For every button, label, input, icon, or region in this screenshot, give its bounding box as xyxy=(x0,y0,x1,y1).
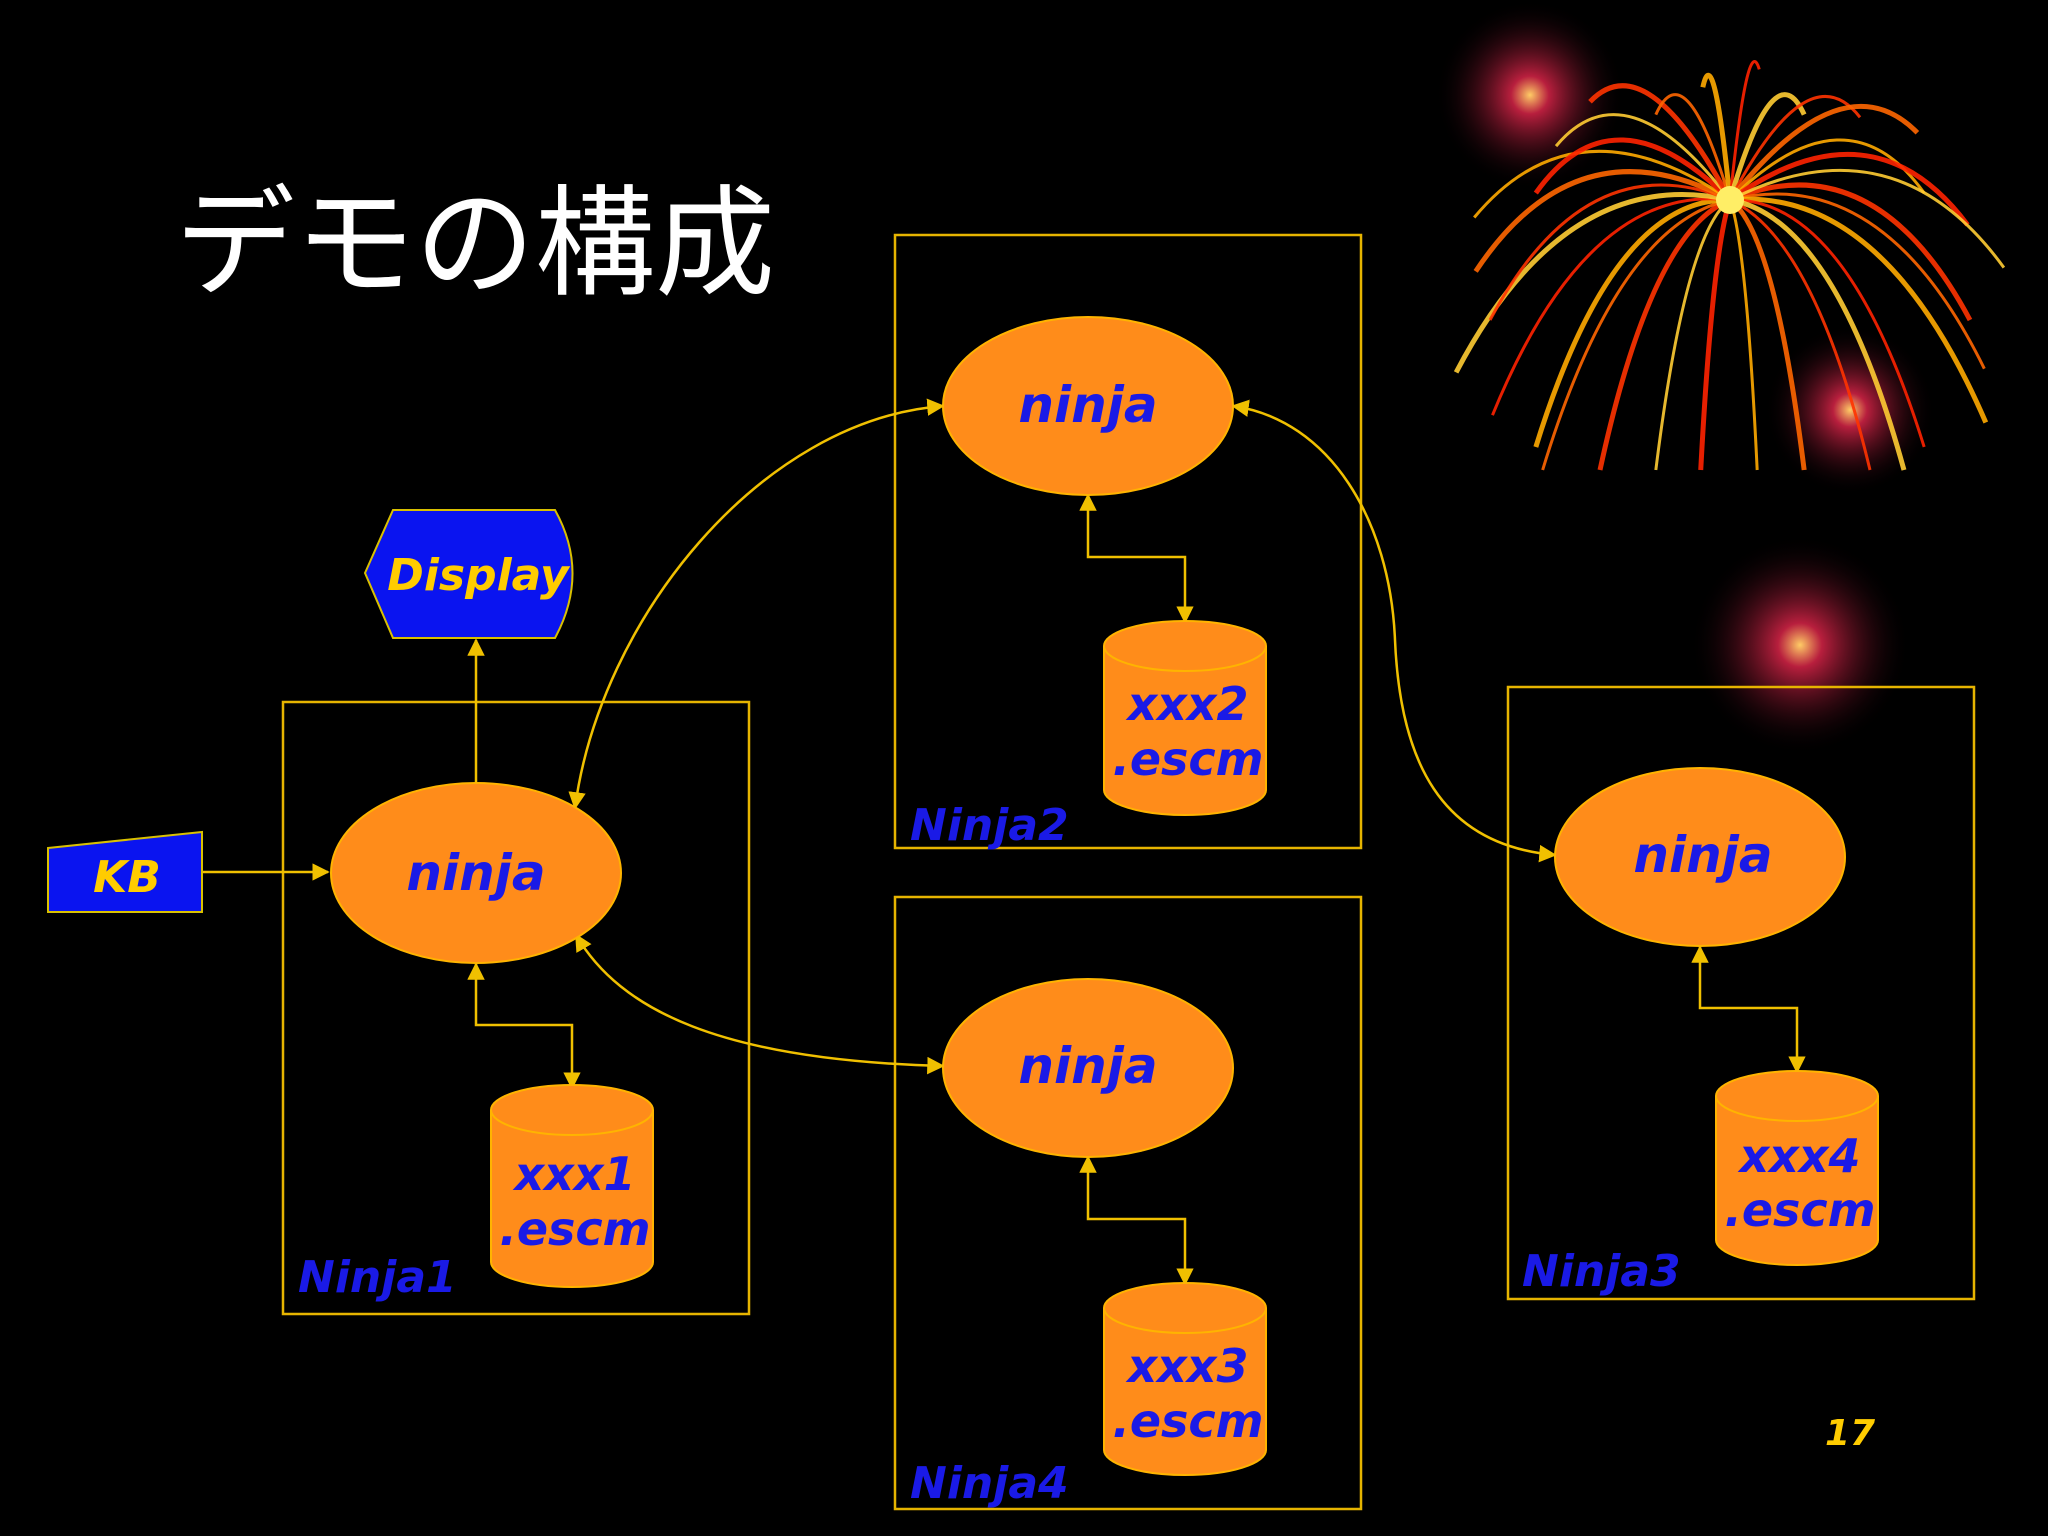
firework-streak xyxy=(1554,113,1732,201)
ninja3-box-label: Ninja3 xyxy=(1522,1246,1681,1297)
firework-streak xyxy=(1728,60,1761,201)
firework-streak xyxy=(1728,103,1920,202)
ninja3-process-label: ninja xyxy=(1633,826,1772,884)
firework-streak xyxy=(1588,83,1733,202)
ninja2-ninja3-link xyxy=(1231,399,1557,863)
ninja4-process-label: ninja xyxy=(1018,1037,1157,1095)
ninja3-process xyxy=(1554,767,1846,947)
connections xyxy=(202,398,1806,1286)
ninja2-db xyxy=(1103,646,1267,816)
ninja2-box-label: Ninja2 xyxy=(910,800,1069,851)
keyboard-label: KB xyxy=(93,852,161,903)
ninja2-process xyxy=(942,316,1234,496)
ninja4-box xyxy=(893,895,1363,1511)
ninja2-db-link xyxy=(1079,493,1194,624)
firework-streak xyxy=(1728,95,1862,201)
firework-streak xyxy=(1729,168,2006,269)
ninja3-db-name: xxx4 xyxy=(1737,1129,1860,1183)
firework-streak xyxy=(1541,198,1731,471)
firework-streak xyxy=(1473,149,1731,219)
ninja3-db xyxy=(1715,1096,1879,1266)
firework-streak xyxy=(1597,197,1731,471)
ninja1-db-name: xxx1 xyxy=(512,1147,635,1201)
ninja1-ninja4-link xyxy=(574,933,945,1075)
ninja1-db-ext: .escm xyxy=(499,1202,650,1256)
ninja3-db-link xyxy=(1691,945,1806,1074)
ninja2-db-name: xxx2 xyxy=(1125,677,1248,731)
firework-streak xyxy=(1728,151,1970,227)
firework-streak xyxy=(1700,72,1733,201)
firework-streak xyxy=(1729,198,1872,471)
fireworks-illustration xyxy=(1435,0,2006,755)
ninja3-box xyxy=(1506,685,1976,1301)
firework-streak xyxy=(1533,197,1731,448)
page-number: 17 xyxy=(1825,1413,1875,1454)
ninja4-node: ninja xxx3 .escm Ninja4 xyxy=(910,978,1267,1509)
ninja1-node: ninja xxx1 .escm Ninja1 xyxy=(298,782,654,1303)
ninja2-process-label: ninja xyxy=(1018,376,1157,434)
slide-title: デモの構成 xyxy=(175,175,775,314)
ninja1-ninja2-link xyxy=(568,398,945,810)
ninja1-db xyxy=(490,1110,654,1288)
firework-streak xyxy=(1491,197,1731,416)
ninja1-process xyxy=(330,782,622,964)
ninja1-box-label: Ninja1 xyxy=(298,1252,457,1303)
ninja4-db-ext: .escm xyxy=(1112,1394,1263,1448)
firework-streak xyxy=(1654,93,1732,201)
ninja4-db-link xyxy=(1079,1155,1194,1286)
firework-streak xyxy=(1654,198,1731,471)
ninja2-node: ninja xxx2 .escm Ninja2 xyxy=(910,316,1267,851)
firework-streak xyxy=(1533,137,1732,202)
firework-streak xyxy=(1473,169,1732,273)
ninja4-db xyxy=(1103,1308,1267,1476)
ninja4-box-label: Ninja4 xyxy=(910,1458,1069,1509)
firework-streak xyxy=(1729,182,1973,322)
ninja1-process-label: ninja xyxy=(406,844,545,902)
display-label: Display xyxy=(387,550,571,601)
ninja2-db-ext: .escm xyxy=(1112,732,1263,786)
firework-streak xyxy=(1729,192,1986,370)
firework-streak xyxy=(1453,192,1731,374)
firework-streak xyxy=(1728,197,1807,471)
ninja4-process xyxy=(942,978,1234,1158)
firework-streak xyxy=(1727,92,1807,201)
firework-streak xyxy=(1698,199,1733,471)
firework-streak xyxy=(1729,197,1907,471)
firework-streak xyxy=(1728,199,1759,471)
firework-streak xyxy=(1729,198,1926,448)
firework-streak xyxy=(1488,183,1731,321)
keyboard-input: KB xyxy=(47,830,203,913)
ninja4-db-name: xxx3 xyxy=(1125,1339,1248,1393)
ninja3-db-ext: .escm xyxy=(1724,1183,1875,1237)
firework-streak xyxy=(1729,196,1989,424)
display-output: Display xyxy=(363,509,574,639)
ninja3-node: ninja xxx4 .escm Ninja3 xyxy=(1522,767,1879,1297)
ninja1-db-link xyxy=(467,962,581,1090)
